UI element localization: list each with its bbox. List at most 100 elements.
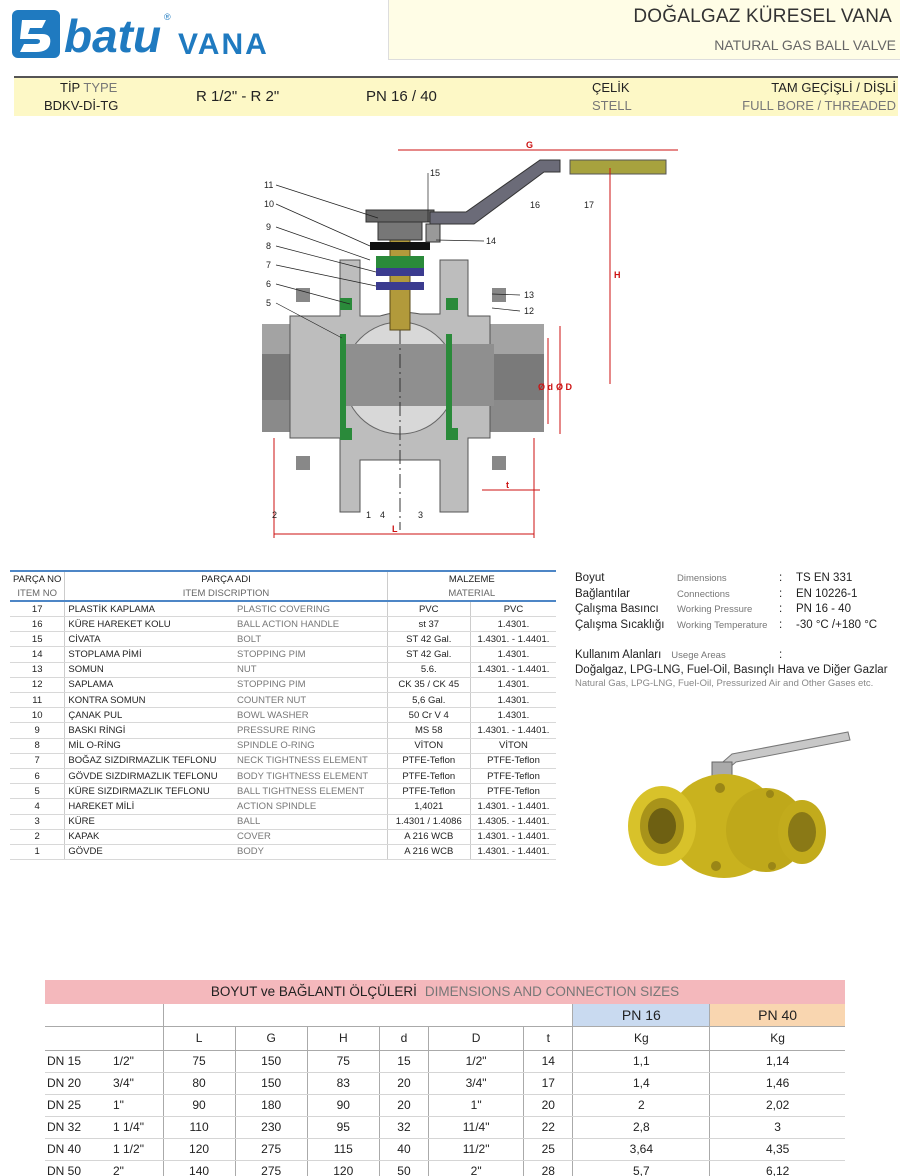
parts-cell-m1: 1,4021 bbox=[386, 798, 471, 815]
parts-cell-no: 8 bbox=[10, 738, 66, 754]
svg-text:12: 12 bbox=[524, 306, 534, 316]
spec-colon: : bbox=[779, 603, 783, 615]
spec-value: -30 °C /+180 °C bbox=[796, 618, 878, 631]
dim-cell-kg16: 5,7 bbox=[572, 1160, 710, 1176]
parts-cell-m1: VİTON bbox=[386, 738, 471, 754]
parts-cell-m2: 1.4301. - 1.4401. bbox=[469, 631, 556, 648]
dim-col-header: D bbox=[428, 1025, 524, 1051]
dimensions-title-en: DIMENSIONS AND CONNECTION SIZES bbox=[424, 984, 680, 999]
dim-cell-size: 1/2" bbox=[113, 1050, 163, 1073]
usage-text-tr: Doğalgaz, LPG-LNG, Fuel-Oil, Basınçlı Ha… bbox=[575, 664, 888, 676]
dim-cell-t: 28 bbox=[523, 1160, 573, 1176]
dim-cell-d: 11/4" bbox=[428, 1116, 524, 1139]
usage-label-en: Usege Areas bbox=[671, 650, 726, 661]
dim-cell-kg40: 4,35 bbox=[709, 1138, 845, 1161]
parts-cell-en: BODY bbox=[234, 844, 388, 861]
parts-cell-en: BOWL WASHER bbox=[234, 707, 388, 724]
dim-cell-kg40: 2,02 bbox=[709, 1094, 845, 1117]
parts-cell-en: COVER bbox=[234, 829, 388, 845]
material-tr: ÇELİK bbox=[592, 80, 630, 95]
dim-cell-kg40: 6,12 bbox=[709, 1160, 845, 1176]
parts-cell-m1: CK 35 / CK 45 bbox=[386, 677, 471, 694]
dim-cell-kg16: 1,4 bbox=[572, 1072, 710, 1095]
parts-table: PARÇA NO PARÇA ADI MALZEME ITEM NO ITEM … bbox=[10, 569, 556, 861]
parts-cell-m2: 1.4301. - 1.4401. bbox=[469, 722, 556, 739]
dimensions-header: BOYUT ve BAĞLANTI ÖLÇÜLERİ DIMENSIONS AND… bbox=[45, 980, 845, 1004]
spec-value: PN 16 - 40 bbox=[796, 603, 851, 615]
parts-head-name: PARÇA ADI bbox=[64, 569, 388, 587]
pn16-header: PN 16 bbox=[572, 1004, 710, 1026]
dim-cell-g: 150 bbox=[234, 1050, 308, 1073]
parts-cell-en: STOPPING PIM bbox=[234, 677, 388, 694]
svg-text:16: 16 bbox=[530, 200, 540, 210]
spec-label-tr: Boyut bbox=[575, 572, 605, 584]
dim-cell-l: 120 bbox=[162, 1138, 236, 1161]
parts-cell-m1: PVC bbox=[386, 601, 471, 618]
dim-cell-t: 17 bbox=[523, 1072, 573, 1095]
dim-col-header: d bbox=[378, 1025, 429, 1051]
dimensions-title-tr: BOYUT ve BAĞLANTI ÖLÇÜLERİ bbox=[210, 984, 417, 999]
dim-cell-g: 275 bbox=[234, 1138, 308, 1161]
svg-text:6: 6 bbox=[266, 279, 271, 289]
parts-cell-tr: KÜRE bbox=[64, 814, 235, 830]
parts-cell-no: 10 bbox=[10, 707, 66, 724]
parts-cell-no: 4 bbox=[10, 798, 66, 815]
dim-cell-h: 83 bbox=[306, 1072, 380, 1095]
spec-label-en: Dimensions bbox=[677, 573, 727, 584]
parts-cell-tr: KÜRE HAREKET KOLU bbox=[64, 616, 235, 633]
batu-vana-logo: batu ® VANA bbox=[12, 10, 269, 62]
parts-cell-m1: 5.6. bbox=[386, 662, 471, 678]
parts-cell-tr: SAPLAMA bbox=[64, 677, 235, 694]
parts-cell-en: COUNTER NUT bbox=[234, 692, 388, 709]
valve-product-photo bbox=[628, 731, 851, 878]
dim-cell-d: 40 bbox=[378, 1138, 429, 1161]
title-en: NATURAL GAS BALL VALVE bbox=[714, 37, 896, 53]
parts-cell-no: 13 bbox=[10, 662, 66, 678]
dim-cell-kg16: 2,8 bbox=[572, 1116, 710, 1139]
parts-cell-tr: KONTRA SOMUN bbox=[64, 692, 235, 709]
svg-text:H: H bbox=[614, 270, 621, 280]
parts-cell-m1: ST 42 Gal. bbox=[386, 646, 471, 663]
parts-cell-m2: PVC bbox=[469, 601, 556, 618]
svg-text:Ø D: Ø D bbox=[556, 382, 573, 392]
spec-label-en: Working Temperature bbox=[677, 619, 768, 631]
logo-sub: VANA bbox=[178, 28, 269, 61]
parts-cell-en: PLASTIC COVERING bbox=[234, 601, 388, 618]
parts-cell-tr: ÇANAK PUL bbox=[64, 707, 235, 724]
valve-section-diagram: G H Ø d Ø D t L 11 10 9 8 7 6 5 15 16 17… bbox=[240, 140, 686, 556]
dim-cell-g: 275 bbox=[234, 1160, 308, 1176]
parts-cell-m1: 5,6 Gal. bbox=[386, 692, 471, 709]
svg-text:1: 1 bbox=[366, 510, 371, 520]
dim-col-header: t bbox=[523, 1025, 573, 1051]
dim-cell-d: 20 bbox=[378, 1072, 429, 1095]
dim-cell-d: 11/2" bbox=[428, 1138, 524, 1161]
parts-cell-en: NUT bbox=[234, 662, 388, 678]
dim-cell-kg16: 3,64 bbox=[572, 1138, 710, 1161]
dim-cell-l: 75 bbox=[162, 1050, 236, 1073]
parts-cell-m1: ST 42 Gal. bbox=[386, 631, 471, 648]
spec-colon: : bbox=[779, 572, 783, 584]
spec-value: TS EN 331 bbox=[796, 572, 853, 584]
parts-cell-m2: PTFE-Teflon bbox=[469, 783, 556, 800]
title-tr: DOĞALGAZ KÜRESEL VANA bbox=[633, 6, 892, 27]
parts-head-mat: MALZEME bbox=[386, 569, 556, 587]
parts-cell-m2: PTFE-Teflon bbox=[469, 753, 556, 769]
parts-cell-no: 16 bbox=[10, 616, 66, 633]
dim-cell-g: 180 bbox=[234, 1094, 308, 1117]
spec-label-en: Working Pressure bbox=[677, 604, 753, 615]
material-en: STELL bbox=[592, 98, 632, 113]
parts-cell-no: 6 bbox=[10, 768, 66, 785]
dim-cell-dn: DN 40 bbox=[45, 1138, 113, 1161]
parts-cell-m2: 1.4301. - 1.4401. bbox=[469, 829, 556, 845]
parts-cell-m2: 1.4301. bbox=[469, 692, 556, 709]
